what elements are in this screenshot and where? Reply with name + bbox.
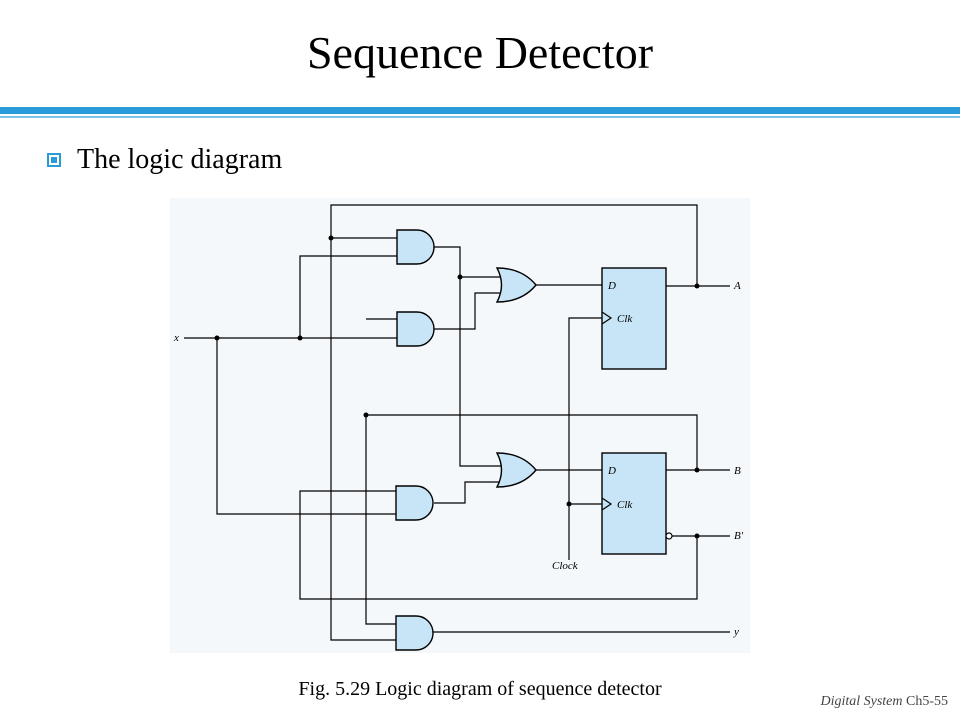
title-rule: [0, 107, 960, 114]
bullet-item: The logic diagram: [47, 144, 282, 176]
wire-gate1-to-or1: [434, 246, 504, 467]
ffA-clk-label: Clk: [617, 313, 633, 325]
inverted-output-bubble: [665, 532, 673, 540]
ffA-d-label: D: [607, 280, 616, 292]
wires: [184, 204, 730, 641]
bullet-text: The logic diagram: [77, 144, 283, 175]
d-flip-flop-A: [601, 267, 667, 370]
footer-page-number: Ch5-55: [906, 694, 948, 709]
wire-x-to-gate1: [299, 255, 397, 338]
or-gate-2: [495, 452, 537, 488]
junction-dot: [328, 235, 334, 241]
wire-gate2-to-or1: [434, 292, 505, 330]
junction-dot: [214, 335, 220, 341]
clock-triangle-B: [601, 497, 613, 511]
figure-caption: Fig. 5.29 Logic diagram of sequence dete…: [298, 678, 662, 700]
junction-dot: [694, 533, 700, 539]
label-Bprime: B′: [734, 530, 744, 542]
or-gate-1: [495, 267, 537, 303]
junction-dots: [214, 235, 700, 539]
label-y: y: [733, 626, 739, 638]
junction-dot: [297, 335, 303, 341]
label-clock: Clock: [552, 560, 579, 572]
footer-course: Digital System: [820, 694, 903, 709]
wire-A-top-loop: [330, 204, 698, 641]
and-gate-3: [395, 485, 434, 521]
slide-title: Sequence Detector: [306, 27, 654, 78]
junction-dot: [694, 467, 700, 473]
title-rule-thin: [0, 116, 960, 118]
square-bullet-icon: [47, 153, 61, 167]
wire-clock: [568, 317, 602, 560]
wire-Bprime-loop: [299, 490, 698, 600]
label-B: B: [734, 465, 741, 477]
junction-dot: [566, 501, 572, 507]
junction-dot: [363, 412, 369, 418]
and-gate-1: [396, 229, 435, 265]
ffB-clk-label: Clk: [617, 499, 633, 511]
slide-footer: Digital System Ch5-55: [820, 694, 948, 710]
label-x: x: [173, 332, 179, 344]
label-A: A: [733, 280, 741, 292]
and-gate-2: [396, 311, 435, 347]
clock-triangle-A: [601, 311, 613, 325]
junction-dot: [457, 274, 463, 280]
logic-diagram: x A B B′ y Clock D Clk D Clk: [170, 198, 750, 653]
wire-gate3-to-or2: [434, 481, 504, 504]
and-gate-4: [395, 615, 434, 651]
wire-x-to-gate3: [216, 338, 396, 515]
d-flip-flop-B: [601, 452, 667, 555]
junction-dot: [694, 283, 700, 289]
ffB-d-label: D: [607, 465, 616, 477]
